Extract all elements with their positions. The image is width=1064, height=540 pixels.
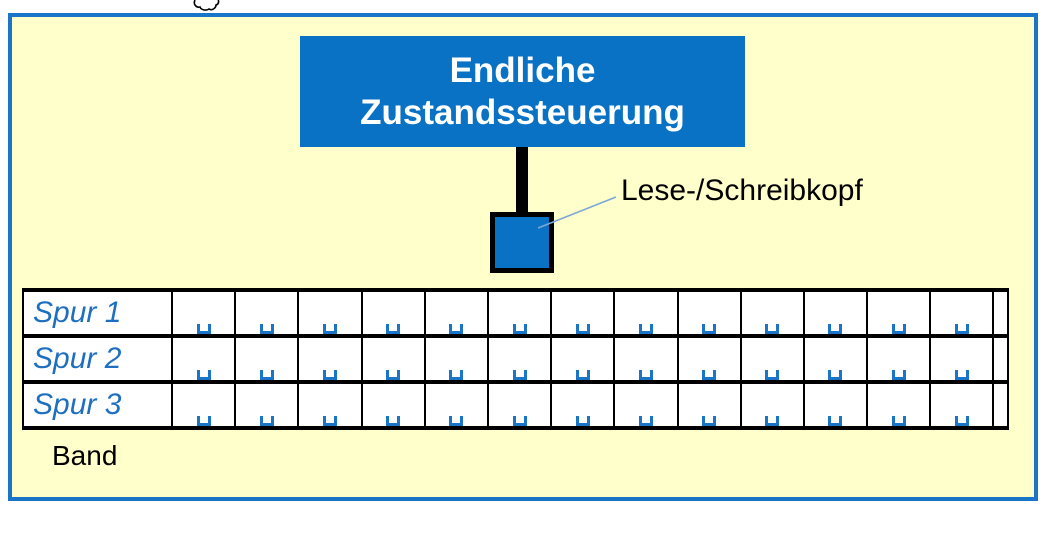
- blank-symbol-icon: [386, 324, 401, 334]
- blank-symbol-icon: [828, 324, 843, 334]
- tape-cell: [173, 384, 237, 426]
- tape-cell: [868, 338, 932, 380]
- tape-cell: [931, 384, 995, 426]
- tape-cell: [678, 384, 742, 426]
- head-stem: [516, 147, 528, 213]
- tape-cell: [804, 292, 869, 334]
- blank-symbol-icon: [891, 324, 906, 334]
- tape-cell: [615, 292, 679, 334]
- blank-symbol-icon: [196, 416, 211, 426]
- head-label: Lese-/Schreibkopf: [621, 174, 863, 207]
- blank-symbol-icon: [322, 370, 337, 380]
- blank-symbol-icon: [702, 324, 717, 334]
- blank-symbol-icon: [322, 416, 337, 426]
- blank-symbol-icon: [765, 324, 780, 334]
- tape-cell: [236, 338, 300, 380]
- blank-symbol-icon: [954, 370, 969, 380]
- tape-cell: [868, 292, 932, 334]
- tape-cell: [615, 384, 679, 426]
- blank-symbol-icon: [386, 416, 401, 426]
- tape-cell: [488, 384, 553, 426]
- blank-symbol-icon: [765, 416, 780, 426]
- tape-cell: [868, 384, 932, 426]
- blank-symbol-icon: [449, 416, 464, 426]
- blank-symbol-icon: [954, 324, 969, 334]
- tape-cell: [804, 384, 869, 426]
- tape-cell: [931, 338, 995, 380]
- blank-symbol-icon: [449, 324, 464, 334]
- tape-cell: [678, 292, 742, 334]
- controller-title-line2: Zustandssteuerung: [360, 92, 685, 132]
- blank-symbol-icon: [386, 370, 401, 380]
- tape-cell: [931, 292, 995, 334]
- clipped-scribble-icon: [193, 0, 220, 11]
- tape-row: Spur 3: [22, 384, 1010, 430]
- tape-cell: [488, 292, 553, 334]
- tape-cell: [488, 338, 553, 380]
- tape-cell-partial: [994, 384, 1010, 426]
- controller-title-line1: Endliche: [449, 50, 596, 90]
- tape-cell: [299, 292, 363, 334]
- blank-symbol-icon: [765, 370, 780, 380]
- tape-cell: [741, 338, 805, 380]
- blank-symbol-icon: [575, 416, 590, 426]
- blank-symbol-icon: [259, 324, 274, 334]
- tape-cell-partial: [994, 338, 1010, 380]
- blank-symbol-icon: [828, 370, 843, 380]
- tape-cell: [362, 338, 426, 380]
- blank-symbol-icon: [638, 324, 653, 334]
- tape-cell: [804, 338, 869, 380]
- tape-row: Spur 2: [22, 338, 1010, 384]
- tape-cell: [425, 338, 489, 380]
- track-label: Spur 2: [24, 338, 173, 380]
- tape-cell: [552, 292, 616, 334]
- track-label: Spur 1: [24, 292, 173, 334]
- blank-symbol-icon: [449, 370, 464, 380]
- blank-symbol-icon: [891, 416, 906, 426]
- tape-cell: [741, 384, 805, 426]
- tape-cell: [552, 384, 616, 426]
- tape-label: Band: [52, 440, 118, 471]
- blank-symbol-icon: [196, 370, 211, 380]
- blank-symbol-icon: [196, 324, 211, 334]
- blank-symbol-icon: [954, 416, 969, 426]
- tape-cell: [741, 292, 805, 334]
- blank-symbol-icon: [322, 324, 337, 334]
- tape-cell: [552, 338, 616, 380]
- blank-symbol-icon: [259, 416, 274, 426]
- blank-symbol-icon: [575, 370, 590, 380]
- blank-symbol-icon: [638, 370, 653, 380]
- tape-cell: [615, 338, 679, 380]
- tape-cell: [173, 338, 237, 380]
- blank-symbol-icon: [702, 416, 717, 426]
- finite-state-control-box: Endliche Zustandssteuerung: [300, 36, 745, 147]
- tape-cell: [425, 384, 489, 426]
- blank-symbol-icon: [512, 416, 527, 426]
- blank-symbol-icon: [828, 416, 843, 426]
- blank-symbol-icon: [575, 324, 590, 334]
- tape-cell: [236, 384, 300, 426]
- track-label: Spur 3: [24, 384, 173, 426]
- blank-symbol-icon: [259, 370, 274, 380]
- blank-symbol-icon: [638, 416, 653, 426]
- blank-symbol-icon: [512, 324, 527, 334]
- read-write-head: [490, 212, 554, 273]
- tape-cell: [299, 384, 363, 426]
- tape-row: Spur 1: [22, 292, 1010, 338]
- blank-symbol-icon: [891, 370, 906, 380]
- tape-cell: [173, 292, 237, 334]
- blank-symbol-icon: [512, 370, 527, 380]
- blank-symbol-icon: [702, 370, 717, 380]
- tape-cell: [678, 338, 742, 380]
- tape-cell: [362, 384, 426, 426]
- tape-cell: [362, 292, 426, 334]
- tape-cell: [425, 292, 489, 334]
- tape-cell-partial: [994, 292, 1010, 334]
- tape-cell: [299, 338, 363, 380]
- tape-cell: [236, 292, 300, 334]
